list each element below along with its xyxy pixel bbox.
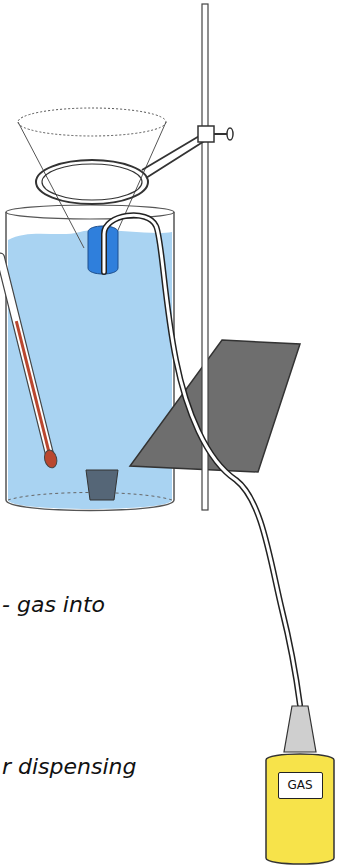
note-text: r dispensing [2, 754, 137, 779]
can-nozzle [284, 706, 316, 752]
stopper [86, 470, 118, 500]
can-label: GAS [278, 772, 323, 799]
clamp-screw [214, 133, 228, 135]
support-ring [36, 160, 148, 204]
gas-can [266, 754, 334, 864]
base-plate [130, 340, 300, 472]
clamp-knob [227, 128, 233, 140]
thermometer-bulb [43, 449, 59, 469]
funnel-mouth [18, 108, 166, 136]
clamp-holder [198, 126, 214, 142]
thermometer-liquid [15, 321, 51, 453]
thermometer-tube [0, 252, 54, 458]
clamp-arm [142, 132, 206, 178]
thermometer [0, 252, 59, 469]
support-ring [42, 164, 142, 200]
gas-tubing-inner [104, 215, 300, 705]
gas-tubing [104, 215, 300, 705]
note-text: - gas into [2, 592, 105, 617]
node-text: GAS [287, 778, 314, 792]
